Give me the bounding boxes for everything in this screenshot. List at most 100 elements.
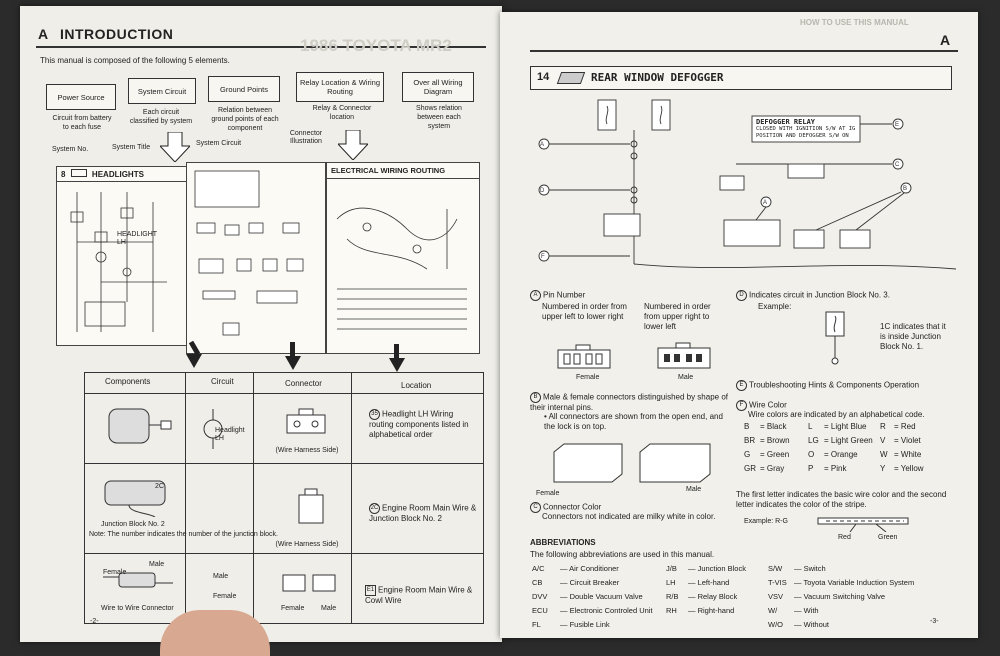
table-header-connector: Connector: [285, 379, 322, 388]
junction-block-label: Junction Block No. 2: [101, 521, 165, 528]
female-label: Female: [103, 569, 127, 576]
svg-text:E: E: [895, 122, 899, 128]
components-table: Components Circuit Connector Location He…: [84, 372, 484, 624]
circuit-label: Headlight LH: [215, 427, 245, 442]
location-desc: Headlight LH Wiring routing components l…: [369, 409, 469, 439]
routing-title: ELECTRICAL WIRING ROUTING: [327, 163, 479, 179]
callout-system-circuit: System Circuit: [196, 140, 242, 147]
green-label: Green: [878, 534, 898, 541]
red-label: Red: [838, 534, 851, 541]
ghost-header: HOW TO USE THIS MANUAL: [800, 18, 909, 27]
female-label: Female: [281, 605, 305, 612]
right-page: HOW TO USE THIS MANUAL A 14 REAR WINDOW …: [500, 12, 978, 638]
location-desc: Engine Room Main Wire & Cowl Wire: [365, 585, 473, 605]
table-header-location: Location: [401, 381, 432, 390]
connector-diagram: [186, 162, 326, 354]
location-badge: 35: [369, 409, 380, 420]
section-title: INTRODUCTION: [60, 26, 174, 42]
pin-male-text: Numbered in order from upper right to lo…: [644, 302, 711, 331]
svg-text:A: A: [763, 200, 767, 206]
male-label: Male: [686, 486, 702, 493]
location-badge: 2C: [369, 503, 380, 514]
section-letter: A: [940, 32, 951, 48]
relay-box-title: DEFOGGER RELAY: [756, 118, 816, 126]
location-desc: Engine Room Main Wire & Junction Block N…: [369, 503, 477, 523]
element-desc-overall: Shows relation between each system: [416, 105, 462, 130]
wire-to-wire-label: Wire to Wire Connector: [101, 605, 174, 612]
page-number: -2-: [90, 618, 99, 625]
junction-example: Example:: [758, 302, 792, 311]
male-label: Male: [321, 605, 337, 612]
element-desc-power: Circuit from battery to each fuse: [52, 115, 112, 131]
junction-block-icon: [104, 480, 166, 517]
abbr-intro: The following abbreviations are used in …: [530, 550, 715, 559]
element-overall-wiring: Over all Wiring Diagram: [402, 72, 474, 102]
headlight-lh-label: HEADLIGHT LH: [117, 231, 157, 246]
left-page: A INTRODUCTION 1986 TOYOTA MR2 This manu…: [20, 6, 502, 642]
female-label: Female: [213, 593, 237, 600]
headlights-diagram: 8 HEADLIGHTS HEADLIGHT LH: [56, 166, 188, 346]
wire-connector-icon: [103, 572, 173, 588]
hand-thumb: [160, 610, 270, 656]
element-desc-relay: Relay & Connector location: [312, 105, 372, 121]
male-label: Male: [678, 374, 694, 381]
headlight-icon: [108, 408, 172, 444]
page-number: -3-: [930, 618, 939, 625]
junction-symbol-icon: [825, 311, 845, 365]
female-label: Female: [536, 490, 560, 497]
svg-text:C: C: [895, 162, 900, 168]
table-header-components: Components: [105, 377, 151, 386]
book-icon: [556, 72, 586, 84]
junction-tag: 2C: [155, 483, 164, 490]
callout-system-title: System Title: [112, 144, 151, 151]
svg-text:D: D: [540, 188, 545, 194]
callout-system-no: System No.: [52, 146, 89, 153]
book-icon: [70, 169, 87, 177]
abbr-col-1: A/C— Air Conditioner CB— Circuit Breaker…: [532, 564, 653, 629]
element-system-circuit: System Circuit: [128, 78, 196, 104]
system-number: 14: [537, 71, 550, 83]
ghost-title: 1986 TOYOTA MR2: [300, 36, 452, 55]
male-female-bullet: • All connectors are shown from the open…: [544, 412, 723, 431]
junction-text: 1C indicates that it is inside Junction …: [880, 322, 946, 351]
female-connector-icon: [557, 344, 611, 369]
wiring-routing-diagram: ELECTRICAL WIRING ROUTING: [326, 162, 480, 354]
wire-color-text: Wire colors are indicated by an alphabet…: [748, 410, 925, 419]
connector-icon: [282, 574, 336, 592]
male-connector-icon: [657, 342, 711, 369]
system-title: REAR WINDOW DEFOGGER: [591, 71, 724, 84]
element-desc-system: Each circuit classified by system: [129, 109, 193, 125]
wire-color-note: The first letter indicates the basic wir…: [736, 490, 947, 509]
svg-text:B: B: [903, 186, 907, 192]
connector-note: (Wire Harness Side): [275, 541, 339, 548]
arrow-down-icon: [338, 130, 368, 160]
element-ground-points: Ground Points: [208, 76, 280, 102]
arrow-down-icon: [160, 132, 190, 162]
circuit-diagram: [70, 192, 167, 332]
abbr-title: ABBREVIATIONS: [530, 538, 596, 547]
male-label: Male: [213, 573, 229, 580]
wire-stripe-icon: [817, 517, 909, 532]
relay-box-text: CLOSED WITH IGNITION S/W AT IG POSITION …: [756, 126, 856, 139]
connector-comparison-icon: [553, 443, 711, 483]
female-label: Female: [576, 374, 600, 381]
system-header: 14 REAR WINDOW DEFOGGER: [530, 66, 952, 90]
abbr-col-2: J/B— Junction Block LH— Left-hand R/B— R…: [666, 564, 746, 615]
wire-example: Example: R-G: [744, 518, 788, 525]
connector-note: (Wire Harness Side): [275, 447, 339, 454]
element-relay-location: Relay Location & Wiring Routing: [296, 72, 384, 102]
junction-note: Note: The number indicates the number of…: [89, 531, 278, 538]
circuit-symbol-icon: [203, 409, 223, 449]
male-label: Male: [149, 561, 165, 568]
callout-connector-illustration: Connector Illustration: [289, 130, 323, 145]
